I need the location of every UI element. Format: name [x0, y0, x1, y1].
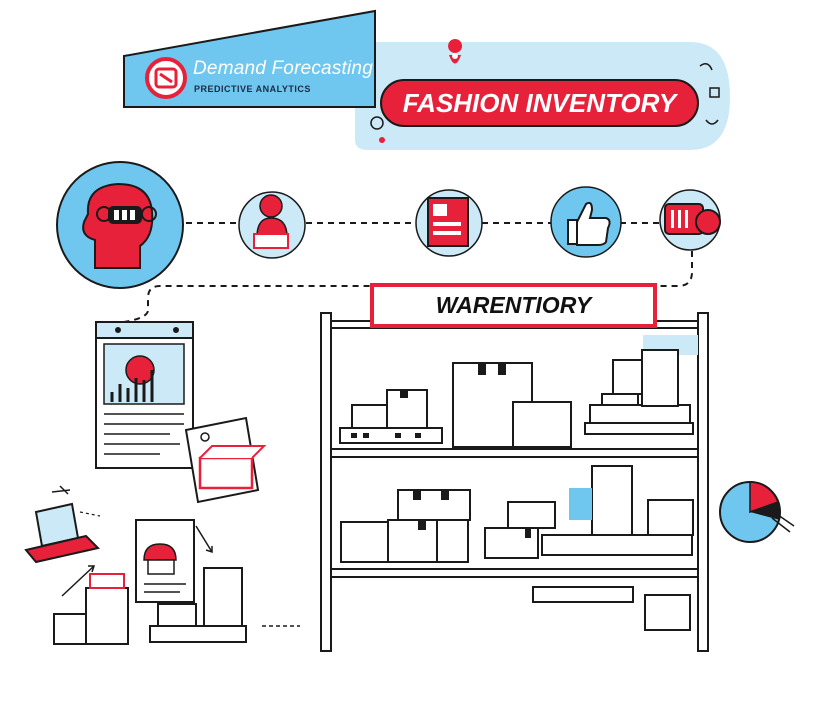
worker-icon	[238, 191, 306, 259]
map-pin-icon	[448, 39, 463, 72]
shelf-sign	[370, 283, 657, 328]
ai-head-icon	[56, 161, 184, 289]
scanner-accent	[569, 488, 592, 520]
brand-ribbon	[123, 9, 376, 108]
banner	[123, 9, 730, 150]
arrow-icon	[61, 525, 213, 597]
shelf-board	[330, 568, 699, 578]
brand-logo-icon	[145, 57, 187, 99]
shelf-board	[330, 448, 699, 458]
report-icon	[95, 321, 194, 469]
shelf-3-items	[532, 586, 691, 631]
box-machine-icon	[415, 189, 483, 257]
doodle-circle	[370, 116, 384, 130]
box-stack-left	[53, 567, 300, 645]
brand-subtitle: PREDICTIVE ANALYTICS	[194, 84, 311, 94]
title-pill	[380, 79, 699, 127]
shelving-unit	[320, 283, 709, 652]
doodle-dot	[379, 137, 385, 143]
laptop-icon	[24, 485, 101, 564]
brand-title: Demand Forecasting	[193, 58, 373, 79]
doodle-curl	[699, 63, 713, 71]
shelf-2-boxes	[340, 465, 694, 563]
thumbs-up-icon	[550, 186, 622, 258]
box-tapes	[351, 363, 506, 438]
doodle-square	[709, 87, 720, 98]
box-tapes	[413, 490, 531, 538]
main-title: FASHION INVENTORY	[402, 88, 677, 118]
shelf-upright-right	[697, 312, 709, 652]
product-card	[135, 519, 195, 603]
shelf-upright-left	[320, 312, 332, 652]
process-row	[56, 161, 721, 323]
pie-chart-icon	[719, 481, 795, 543]
doodle-arc	[705, 119, 719, 125]
shelf-sign-title: WARENTIORY	[435, 292, 592, 318]
truck-icon	[659, 189, 721, 251]
shelf-1-boxes	[339, 349, 694, 448]
package-sketch	[184, 416, 267, 504]
